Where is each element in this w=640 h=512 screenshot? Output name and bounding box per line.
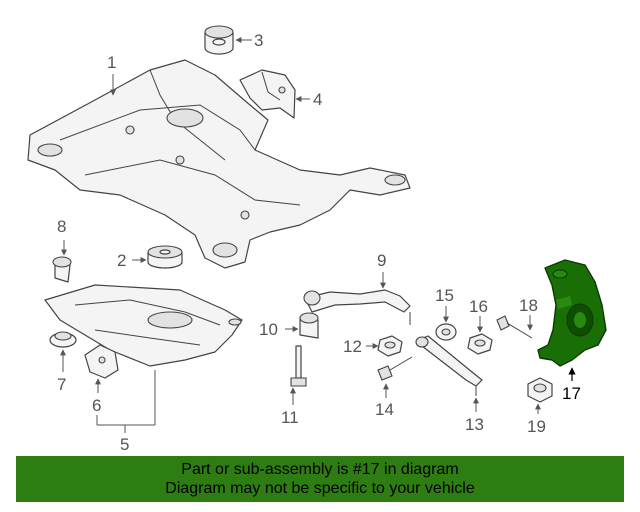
bushing-part-15[interactable] <box>435 323 457 341</box>
bushing-part-10[interactable] <box>299 312 319 339</box>
callout-16: 16 <box>469 297 488 316</box>
callout-3: 3 <box>254 31 263 50</box>
bushing-part-2[interactable] <box>147 245 183 269</box>
bolt-part-14[interactable] <box>377 356 413 381</box>
callout-19: 19 <box>527 417 546 436</box>
callout-18: 18 <box>519 296 538 315</box>
callout-9: 9 <box>377 251 386 270</box>
callout-2: 2 <box>117 251 126 270</box>
callout-7: 7 <box>57 375 66 394</box>
clip-nut-part-8[interactable] <box>52 256 72 283</box>
subframe-part-1[interactable] <box>27 59 411 269</box>
callout-1: 1 <box>107 53 116 72</box>
info-banner: Part or sub-assembly is #17 in diagram D… <box>16 456 624 502</box>
callout-8: 8 <box>57 217 66 236</box>
callout-15: 15 <box>435 286 454 305</box>
callout-4: 4 <box>313 90 322 109</box>
lower-arm-part-13[interactable] <box>415 335 483 396</box>
callout-11: 11 <box>281 408 299 427</box>
bolt-part-18[interactable] <box>496 315 533 339</box>
bolt-part-11[interactable] <box>290 345 307 387</box>
mount-part-3[interactable] <box>204 25 234 55</box>
underbody-shield-part-5[interactable] <box>44 284 243 367</box>
nut-part-19[interactable] <box>527 377 553 403</box>
callout-5: 5 <box>120 435 129 454</box>
bracket-part-6[interactable] <box>84 344 119 379</box>
callout-14: 14 <box>375 400 394 419</box>
grommet-part-7[interactable] <box>49 331 77 348</box>
parts-diagram: 1 2 3 4 5 6 <box>27 25 607 454</box>
callout-12: 12 <box>343 337 362 356</box>
steering-knuckle-part-17[interactable] <box>537 259 607 367</box>
callout-6: 6 <box>92 396 101 415</box>
callout-17: 17 <box>562 384 581 403</box>
banner-line-1: Part or sub-assembly is #17 in diagram <box>181 461 459 478</box>
bracket-part-4[interactable] <box>239 69 296 119</box>
nut-part-16[interactable] <box>467 333 493 355</box>
callout-10: 10 <box>259 320 278 339</box>
banner-line-2: Diagram may not be specific to your vehi… <box>165 480 475 497</box>
nut-part-12[interactable] <box>377 335 403 357</box>
callout-13: 13 <box>465 415 484 434</box>
control-arm-part-9[interactable] <box>303 289 411 325</box>
